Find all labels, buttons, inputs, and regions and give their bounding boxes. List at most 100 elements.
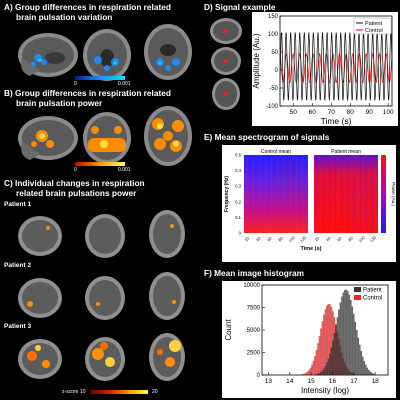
spectrogram-x-tick: 100 — [358, 234, 367, 243]
legend-label-d: Control — [365, 28, 383, 34]
histogram-bar-patient — [365, 364, 367, 376]
histogram-bar-patient — [329, 353, 331, 376]
histogram-bar-patient — [363, 361, 366, 376]
y-tick-label-d: -50 — [269, 86, 278, 92]
spectrogram-x-tick: 60 — [266, 235, 273, 242]
histogram-bar-control — [314, 355, 316, 376]
x-axis-label-f: Intensity (log) — [301, 386, 349, 395]
histogram-bar-control — [312, 360, 315, 376]
spectrogram-x-tick: 80 — [277, 235, 284, 242]
spectrogram-y-tick: 0.4 — [235, 168, 241, 173]
colorbar-b — [75, 162, 125, 166]
histogram-bar-patient — [350, 299, 352, 376]
y-tick-label-f: 10000 — [243, 283, 260, 289]
y-tick-label-d: 150 — [268, 14, 279, 20]
panel-a-brains — [18, 24, 192, 81]
spectrogram-x-tick: 20 — [314, 235, 321, 242]
spectrogram-colorbar — [381, 155, 386, 233]
histogram-bar-patient — [366, 367, 369, 376]
brain-axial-a — [144, 24, 192, 80]
colorbar-c-min: 10 — [80, 389, 86, 395]
spectrogram-y-tick: 0 — [239, 231, 242, 236]
y-tick-label-d: 100 — [268, 32, 279, 38]
x-tick-label-f: 18 — [372, 378, 380, 385]
patient-3-brains — [18, 333, 185, 381]
brain-sagittal-b — [18, 116, 78, 160]
spectrogram-x-tick: 120 — [369, 234, 378, 243]
spectrogram-subtitle: Patient mean — [331, 149, 361, 155]
histogram-bar-control — [311, 364, 313, 376]
histogram-bar-control — [317, 343, 319, 376]
histogram-bar-patient — [339, 302, 342, 376]
x-tick-label-d: 100 — [383, 109, 394, 116]
spectrogram-x-tick: 100 — [288, 234, 297, 243]
histogram-bar-patient — [317, 373, 319, 376]
histogram-bar-patient — [324, 366, 327, 376]
y-axis-label-f: Count — [224, 319, 233, 341]
x-tick-label-d: 50 — [290, 109, 298, 116]
spectrogram-y-tick: 0.1 — [235, 215, 241, 220]
panel-b-title: B) Group differences in respiration rela… — [4, 88, 171, 108]
x-axis-label-d: Time (s) — [321, 116, 352, 126]
spectrogram-x-label: Time (s) — [301, 246, 322, 252]
patient-2-brains — [18, 272, 185, 320]
histogram-bar-patient — [357, 337, 360, 376]
histogram-bar-patient — [341, 296, 343, 376]
legend-label-d: Patient — [365, 21, 383, 27]
spectrogram-colorbar-label: Power (Au.) — [391, 182, 396, 206]
blue-activation-blobs — [30, 54, 180, 71]
histogram-bar-patient — [345, 289, 348, 376]
histogram-bar-control — [324, 309, 327, 376]
x-tick-label-d: 60 — [309, 109, 317, 116]
histogram-bar-control — [302, 374, 304, 376]
panel-b: B) Group differences in respiration rela… — [0, 86, 200, 176]
spectrogram-x-tick: 20 — [244, 235, 251, 242]
spectrogram-y-tick: 0.3 — [235, 184, 241, 189]
x-tick-label-f: 16 — [329, 378, 337, 385]
colorbar-c-max: 20 — [152, 389, 158, 395]
histogram-bar-patient — [354, 321, 357, 376]
patient-1-label: Patient 1 — [4, 201, 32, 208]
legend-box-d — [353, 17, 392, 35]
spectrogram-heatmap — [314, 155, 378, 233]
x-tick-label-f: 15 — [308, 378, 316, 385]
y-tick-label-f: 7500 — [247, 306, 261, 312]
y-axis-label-d: Amplitude (Au.) — [252, 33, 261, 88]
histogram-bar-patient — [360, 351, 363, 376]
spectrogram-x-tick: 80 — [347, 235, 354, 242]
legend-swatch-f — [354, 295, 361, 300]
legend-label-f: Control — [363, 296, 382, 302]
histogram-bar-control — [318, 336, 321, 376]
series-line-patient — [279, 32, 393, 101]
histogram-bar-patient — [332, 340, 334, 376]
colorbar-a-min: 0 — [74, 81, 77, 87]
y-tick-label-f: 0 — [257, 373, 261, 379]
histogram-bar-control — [321, 321, 324, 376]
spectrogram-y-tick: 0.5 — [235, 153, 241, 158]
histogram-bar-patient — [362, 356, 364, 376]
patient-3-label: Patient 3 — [4, 323, 32, 330]
colorbar-a — [75, 76, 125, 80]
panel-d-title: D) Signal example — [204, 2, 276, 12]
histogram-bar-patient — [351, 306, 354, 376]
histogram-bar-control — [323, 314, 325, 376]
panel-c: C) Individual changes in respiration rel… — [0, 176, 200, 400]
histogram-bar-patient — [342, 292, 345, 376]
histogram-bar-patient — [320, 372, 322, 376]
spectrogram-heatmap — [244, 155, 308, 233]
histogram-bar-patient — [330, 347, 333, 376]
histogram-bar-patient — [348, 294, 351, 376]
y-tick-label-d: 50 — [271, 50, 278, 56]
panel-d-brain-thumbs — [210, 18, 242, 110]
histogram-bar-patient — [321, 370, 324, 376]
x-tick-label-f: 13 — [265, 378, 273, 385]
x-tick-label-d: 70 — [328, 109, 336, 116]
histogram-bar-patient — [347, 291, 349, 376]
histogram-bar-patient — [315, 374, 318, 376]
histogram-bar-patient — [327, 358, 330, 376]
histogram-bar-patient — [344, 289, 346, 376]
histogram-bar-patient — [356, 329, 358, 376]
